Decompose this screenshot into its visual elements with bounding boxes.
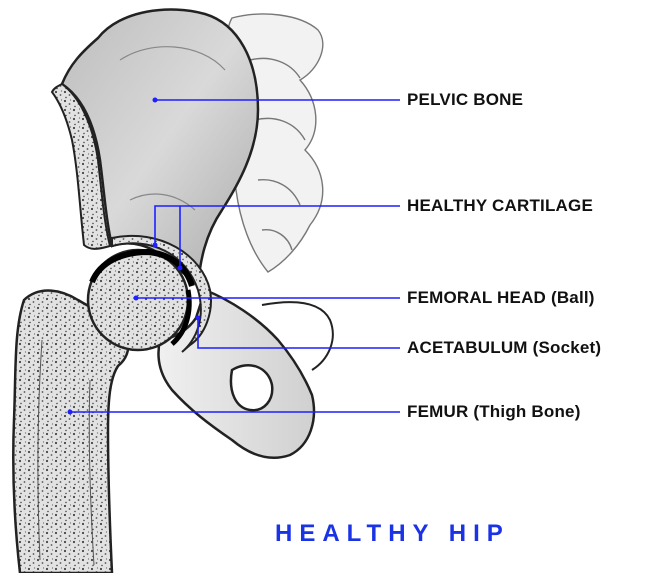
label-pelvic-bone: PELVIC BONE [407, 90, 523, 110]
label-femoral-head: FEMORAL HEAD (Ball) [407, 288, 595, 308]
diagram-caption: HEALTHY HIP [275, 520, 510, 548]
label-femur: FEMUR (Thigh Bone) [407, 402, 581, 422]
label-healthy-cartilage: HEALTHY CARTILAGE [407, 196, 593, 216]
label-acetabulum: ACETABULUM (Socket) [407, 338, 601, 358]
